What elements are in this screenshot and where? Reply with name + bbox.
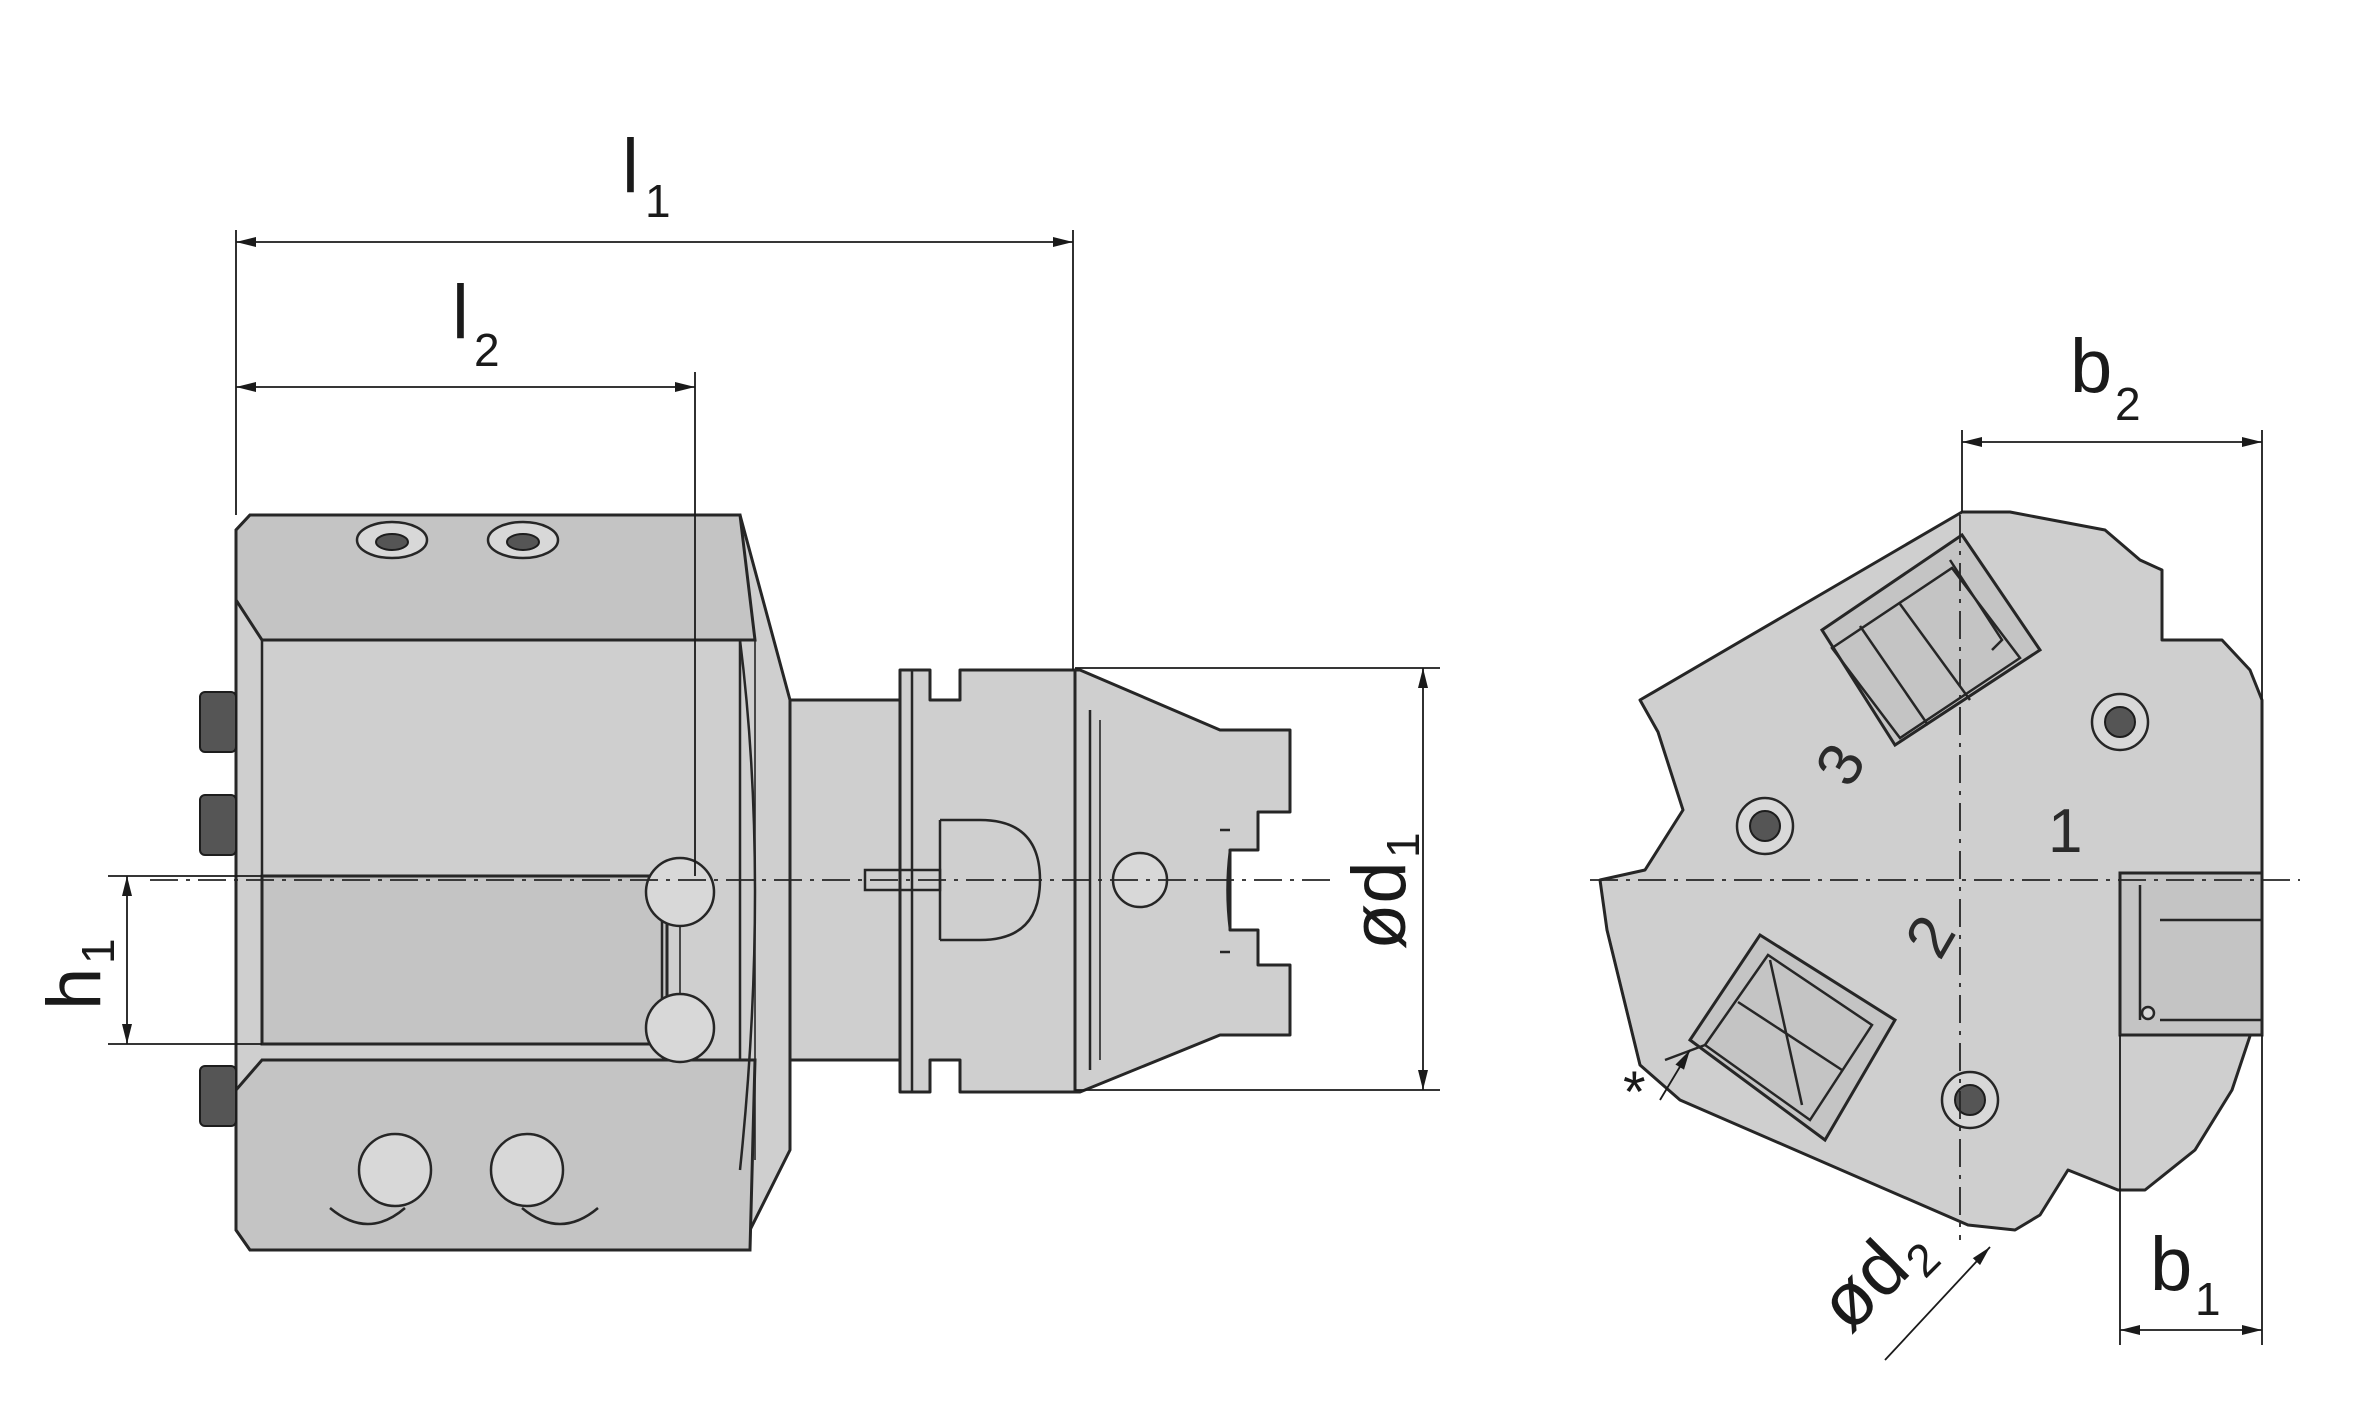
flange bbox=[898, 668, 1077, 1094]
dim-l2-label: l bbox=[452, 270, 469, 355]
insert-slot bbox=[260, 874, 669, 1046]
dim-l1-label: l bbox=[622, 124, 639, 209]
insert-pocket-2 bbox=[1664, 932, 1898, 1143]
station-mark-1: 1 bbox=[2048, 797, 2082, 866]
dim-h1-sub: 1 bbox=[72, 938, 124, 964]
side-view bbox=[150, 513, 1330, 1252]
bottom-hole-1 bbox=[357, 1132, 433, 1208]
top-screw-2 bbox=[486, 520, 560, 560]
dim-b2-label: b bbox=[2070, 324, 2112, 409]
dim-b1-sub: 1 bbox=[2195, 1273, 2221, 1325]
side-screw-1 bbox=[199, 691, 237, 753]
front-screw-2 bbox=[1735, 796, 1795, 856]
dim-l1-sub: 1 bbox=[645, 175, 671, 227]
front-screw-3 bbox=[1940, 1070, 2000, 1130]
dimensions-side: l 1 l 2 h 1 ød 1 bbox=[32, 124, 1440, 1091]
insert-pocket-1 bbox=[2118, 871, 2264, 1037]
star-marker: * bbox=[1623, 1060, 1646, 1125]
shank-cone bbox=[1073, 668, 1292, 1094]
dim-b2-sub: 2 bbox=[2115, 378, 2141, 430]
bottom-hole-2 bbox=[489, 1132, 565, 1208]
side-screw-3 bbox=[199, 1065, 237, 1127]
side-screw-2 bbox=[199, 794, 237, 856]
dim-b1-label: b bbox=[2150, 1222, 2192, 1307]
top-screw-1 bbox=[355, 520, 429, 560]
dim-h1-label: h bbox=[32, 968, 117, 1010]
front-screw-1 bbox=[2090, 692, 2150, 752]
front-view: 1 2 3 bbox=[1590, 510, 2300, 1240]
dim-d1-label: ød bbox=[1337, 861, 1422, 950]
dim-l2-sub: 2 bbox=[474, 324, 500, 376]
dim-d1-sub: 1 bbox=[1377, 832, 1429, 858]
insert-pocket-3 bbox=[1819, 532, 2043, 748]
